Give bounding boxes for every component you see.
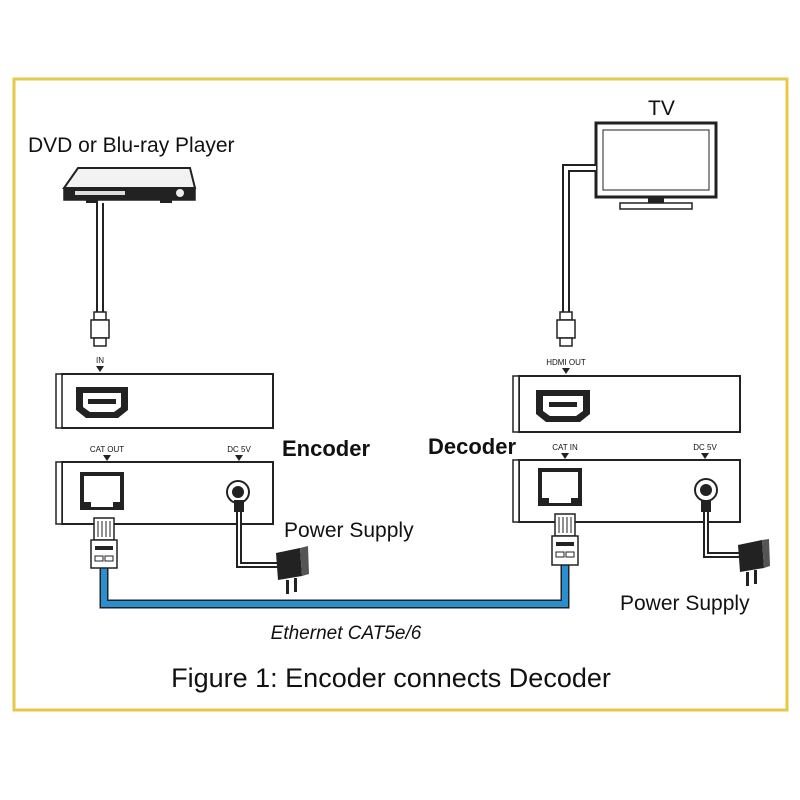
ethernet-cable-label: Ethernet CAT5e/6 <box>271 623 422 644</box>
encoder-top-unit <box>55 373 274 429</box>
hdmi-cable-encoder <box>90 203 110 347</box>
decoder-dc-port-label: DC 5V <box>693 443 717 452</box>
decoder-top-unit <box>512 375 741 433</box>
decoder-hdmi-out-arrow <box>562 368 570 374</box>
tv-label: TV <box>648 97 675 120</box>
dvd-player-label: DVD or Blu-ray Player <box>28 134 235 157</box>
decoder-cat-in-port-label: CAT IN <box>552 443 578 452</box>
encoder-cat-out-port-label: CAT OUT <box>90 445 124 454</box>
encoder-in-port-label: IN <box>96 356 104 365</box>
figure-caption: Figure 1: Encoder connects Decoder <box>171 663 611 693</box>
hdmi-cable-decoder <box>556 164 596 347</box>
dvd-player-icon <box>62 167 197 203</box>
figure-frame <box>12 77 789 712</box>
decoder-label: Decoder <box>428 434 516 459</box>
encoder-label: Encoder <box>282 436 370 461</box>
encoder-dc-port-label: DC 5V <box>227 445 251 454</box>
rj45-plug-encoder-icon <box>90 517 118 569</box>
encoder-in-arrow <box>96 366 104 372</box>
decoder-power-supply-label: Power Supply <box>620 592 750 615</box>
decoder-power-adapter-icon <box>701 500 770 586</box>
encoder-power-adapter-icon <box>234 500 309 594</box>
decoder-dc-arrow <box>701 453 709 459</box>
decoder-cat-in-arrow <box>561 453 569 459</box>
encoder-dc-arrow <box>235 455 243 461</box>
decoder-hdmi-out-port-label: HDMI OUT <box>546 358 586 367</box>
encoder-cat-out-arrow <box>103 455 111 461</box>
tv-icon <box>594 121 718 210</box>
rj45-plug-decoder-icon <box>551 513 579 566</box>
ethernet-cable <box>99 565 570 609</box>
encoder-power-supply-label: Power Supply <box>284 519 414 542</box>
